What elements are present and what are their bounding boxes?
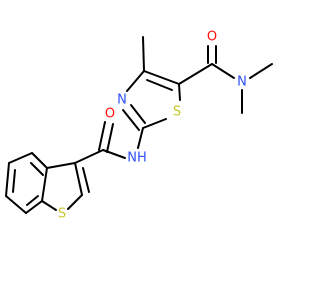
bond-c4-to-methyl xyxy=(142,36,145,72)
molecule-structure: O N N S NH O S xyxy=(5,30,273,222)
bond-c2-s1 xyxy=(142,118,167,129)
bond-c4-c5 xyxy=(8,152,33,164)
bond-carbonyl-c-to-n xyxy=(211,63,235,79)
bond-c7-c7a-inner xyxy=(26,195,39,206)
bond-c3a-c3 xyxy=(46,162,76,169)
atom-label-o-amide: O xyxy=(105,107,115,122)
bond-c5-c6 xyxy=(5,162,10,197)
bond-c2-s xyxy=(67,194,83,210)
bond-c2-to-nh xyxy=(137,127,144,149)
bond-c5-c4-inner xyxy=(146,79,173,91)
atom-label-layer: O N N S NH O S xyxy=(58,30,247,222)
bond-carbonyl-to-c3 xyxy=(74,149,104,164)
bond-n3-c2-left xyxy=(122,109,140,131)
atom-label-n-amide: NH xyxy=(127,151,147,166)
atom-label-n-thiazole: N xyxy=(117,93,127,108)
bond-c5-c6-inner xyxy=(12,169,16,193)
bond-c3-c2 xyxy=(74,162,83,196)
bond-ring-to-carbonyl xyxy=(178,63,213,85)
atom-label-n-dimethylamide: N xyxy=(237,75,247,90)
bond-c7-c7a xyxy=(25,200,43,214)
bond-n3-c2-right xyxy=(130,104,146,124)
bond-layer xyxy=(5,36,273,214)
bond-n-to-methyl-up xyxy=(249,63,273,79)
bond-s1-c5 xyxy=(178,83,181,101)
bond-c3-c2-inner xyxy=(82,167,90,193)
atom-label-s-thiazole: S xyxy=(173,105,181,120)
bond-c6-c7 xyxy=(5,195,27,214)
bond-c3a-c4-inner xyxy=(30,162,44,176)
bond-c5-c4 xyxy=(143,70,180,85)
bond-c7a-c3a xyxy=(41,167,48,202)
bond-c3a-c4 xyxy=(31,152,48,169)
bond-s-c7a xyxy=(41,200,57,211)
atom-label-s-benzothiophene: S xyxy=(58,207,66,222)
atom-label-o-dimethylamide: O xyxy=(207,30,217,45)
bond-c4-n3 xyxy=(126,70,145,92)
bond-amide-o-right xyxy=(106,123,114,153)
bond-amide-o-left xyxy=(98,121,106,151)
